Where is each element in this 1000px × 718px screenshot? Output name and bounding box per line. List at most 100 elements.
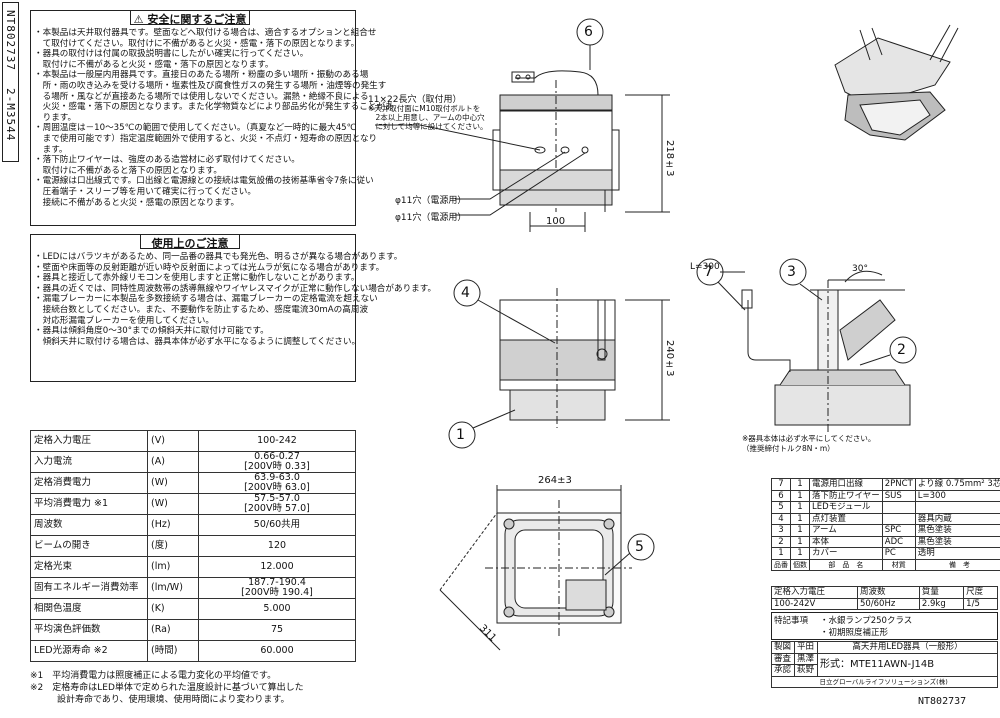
tb-r3a: 承認 <box>771 664 795 677</box>
parts-qty: 1 <box>790 547 810 560</box>
callout-5: 5 <box>635 539 644 555</box>
parts-name: LEDモジュール <box>809 501 883 514</box>
footnote-line: 設計寿命であり、使用環境、使用時間により変わります。 <box>30 695 290 705</box>
safety-line: る場所・風などが直接あたる場所では使用しないでください。漏熱・絶縁不良による <box>34 91 369 102</box>
callout-4: 4 <box>461 285 470 301</box>
safety-line: ・電源線は口出線式です。口出線と電源線との接続は電気設備の技術基準省令7条に従い <box>34 176 374 187</box>
dim-240: 240±3 <box>664 340 675 377</box>
parts-material: 2PNCT <box>881 478 916 491</box>
safety-notice-box <box>30 10 356 226</box>
usage-line: ・器具は傾斜角度0～30°までの傾斜天井に取付け可能です。 <box>34 326 269 337</box>
callout-2: 2 <box>897 342 906 358</box>
spec-row: LED光源寿命 ※2(時間)60.000 <box>30 640 356 662</box>
parts-name: 落下防止ワイヤー <box>809 489 883 502</box>
dim-hole-1: φ11穴（電源用） <box>395 196 467 206</box>
dim-100: 100 <box>546 216 566 227</box>
spec-row: 定格光束(lm)12.000 <box>30 556 356 578</box>
safety-title: ⚠ 安全に関するご注意 <box>133 13 247 26</box>
tb-company-cell: 日立グローバルライフソリューションズ(株) <box>817 675 998 688</box>
side-view-arm <box>696 258 917 432</box>
tb-r1a: 製図 <box>771 641 795 654</box>
parts-no: 7 <box>771 478 791 491</box>
tb-r2b: 黒澤 <box>794 652 818 665</box>
tb-company: 日立グローバルライフソリューションズ(株) <box>819 677 948 686</box>
note-level: ※器具本体は必ず水平にしてください。 <box>742 434 876 443</box>
rating-mass: 2.9kg <box>918 597 965 610</box>
parts-material: ADC <box>881 535 916 548</box>
parts-header-remark: 備 考 <box>914 558 1000 571</box>
spec-value: 187.7-190.4 [200V時 190.4] <box>198 577 356 599</box>
rating-head-scale: 尺度 <box>963 586 998 599</box>
parts-remark: より線 0.75mm² 3芯 <box>914 478 1000 491</box>
parts-no: 6 <box>771 489 791 502</box>
callout-1: 1 <box>456 427 465 443</box>
parts-qty: 1 <box>790 512 810 525</box>
tb-r3b: 萩野 <box>794 664 818 677</box>
usage-notice-box <box>30 234 356 382</box>
dim-slot: 11×22長穴（取付用） <box>368 95 462 105</box>
parts-name: 本体 <box>809 535 883 548</box>
usage-title-bar <box>140 234 240 249</box>
parts-name: カバー <box>809 547 883 560</box>
parts-remark: 透明 <box>914 547 1000 560</box>
parts-header-no: 品番 <box>771 558 791 571</box>
dim-angle-30: 30° <box>852 264 868 274</box>
parts-no: 4 <box>771 512 791 525</box>
usage-line: ・器具の近くでは、同特性周波数帯の誘導無線やワイヤレスマイクが正常に動作しない場… <box>34 283 437 294</box>
rating-head-mass: 質量 <box>918 586 965 599</box>
dim-264: 264±3 <box>538 475 572 486</box>
safety-line: 接続に不備があると火災・感電の原因となります。 <box>34 197 240 208</box>
parts-qty: 1 <box>790 501 810 514</box>
safety-line: て取付けてください。取付けに不備があると火災・感電・落下の原因となります。 <box>34 38 360 49</box>
parts-remark: 黒色塗装 <box>914 524 1000 537</box>
parts-material <box>881 512 916 525</box>
usage-line: 傾斜天井に取付ける場合は、器具本体が必ず水平になるように調整してください。 <box>34 336 361 347</box>
safety-line: 取付けに不備があると落下の原因となります。 <box>34 165 222 176</box>
safety-line: 取付けに不備があると火災・感電・落下の原因となります。 <box>34 59 274 70</box>
title-block: 製図 平田 高天井用LED器具（一般形） 審査 黒澤 形式：MTE11AWN-J… <box>771 641 998 688</box>
safety-line: ・周囲温度は－10～35℃の範囲で使用してください。（真夏など一時的に最大45℃ <box>34 123 357 134</box>
safety-notes: ・本製品は天井取付器具です。壁面などへ取付ける場合は、適合するオプションと組合せ… <box>34 28 394 208</box>
usage-title: 使用上のご注意 <box>151 237 229 250</box>
tb-model: MTE11AWN-J14B <box>850 658 935 670</box>
parts-name: アーム <box>809 524 883 537</box>
safety-title-bar <box>130 10 250 25</box>
parts-remark: 器具内蔵 <box>914 512 1000 525</box>
rating-scale: 1/5 <box>963 597 998 610</box>
usage-line: 接続台数としてください。また、不要動作を防止するため、感度電流30mAの高周波 <box>34 304 369 315</box>
ratings-table: 定格入力電圧 周波数 質量 尺度 100-242V 50/60Hz 2.9kg … <box>771 586 998 610</box>
parts-remark <box>914 501 1000 514</box>
usage-notes: ・LEDにはバラツキがあるため、同一品番の器具でも発光色、明るさが異なる場合があ… <box>34 252 436 347</box>
iso-view <box>834 24 959 141</box>
parts-material: SPC <box>881 524 916 537</box>
parts-header-name: 部 品 名 <box>809 558 883 571</box>
features-box <box>771 612 998 640</box>
footnote-line: ※2 定格寿命はLED単体で定められた温度設計に基づいて算出した <box>30 683 304 693</box>
rating-head-freq: 周波数 <box>856 586 920 599</box>
dim-hole-2: φ11穴（電源用） <box>395 213 467 223</box>
parts-material: SUS <box>881 489 916 502</box>
parts-header-material: 材質 <box>881 558 916 571</box>
side-drawing-no: NT802737 <box>4 10 17 71</box>
callout-6: 6 <box>584 24 593 40</box>
features-line-2: ・初期照度補正形 <box>820 628 889 638</box>
parts-remark: L=300 <box>914 489 1000 502</box>
safety-line: ・本製品は一般屋内用器具です。直接日のあたる場所・粉塵の多い場所・振動のある場 <box>34 70 369 81</box>
footnote-line: ※1 平均消費電力は照度補正による電力変化の平均値です。 <box>30 671 277 681</box>
parts-no: 3 <box>771 524 791 537</box>
parts-material: PC <box>881 547 916 560</box>
parts-name: 点灯装置 <box>809 512 883 525</box>
spec-value: 60.000 <box>198 640 356 662</box>
rating-voltage: 100-242V <box>771 597 858 610</box>
spec-label: LED光源寿命 ※2 <box>30 640 148 662</box>
